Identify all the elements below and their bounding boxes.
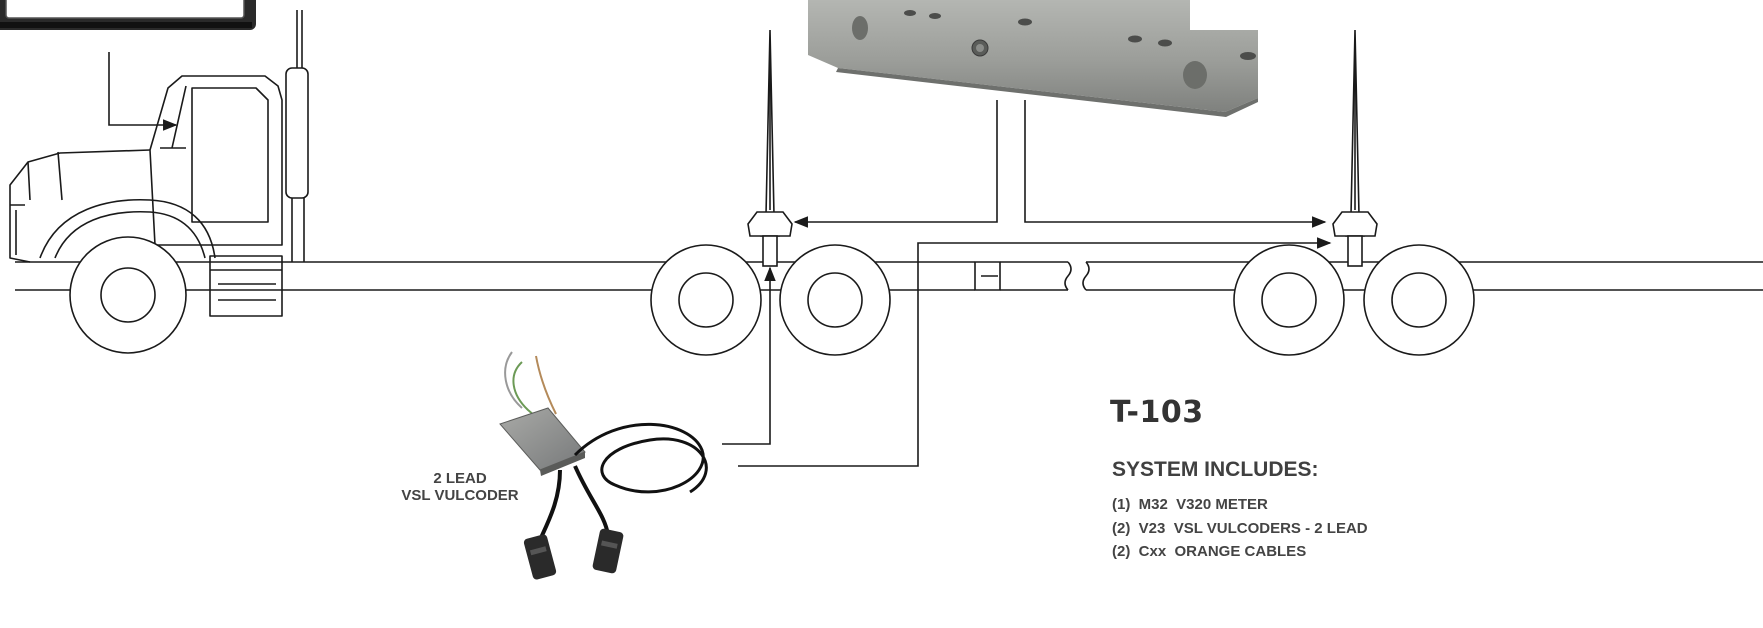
truck	[9, 10, 1763, 317]
wheels	[69, 236, 1475, 356]
meter-display	[0, 0, 256, 30]
load-cell-bar	[808, 0, 1258, 117]
hood	[9, 149, 151, 263]
front-wheel	[69, 236, 187, 354]
list-item: (2) Cxx ORANGE CABLES	[1112, 543, 1307, 560]
vulcoder-device	[499, 351, 708, 580]
system-includes-list: (1) M32 V320 METER (2) V23 VSL VULCODERS…	[1112, 493, 1368, 564]
bar-to-stakes-arrows	[793, 100, 1327, 228]
exhaust-stack	[285, 67, 309, 199]
drive-wheel-1	[650, 244, 762, 356]
vulcoder-label-line1: 2 LEAD	[433, 470, 487, 487]
front-fender	[54, 210, 206, 259]
drive-wheel-2	[779, 244, 891, 356]
product-code: T-103	[1110, 395, 1204, 430]
vulcoder-lead-lines	[722, 237, 1332, 467]
list-item: (1) M32 V320 METER	[1112, 496, 1268, 513]
cab	[149, 75, 283, 246]
left-stake	[747, 29, 793, 267]
trailer-wheel-2	[1363, 244, 1475, 356]
right-stake	[1332, 29, 1378, 267]
step-box	[209, 255, 283, 317]
vulcoder-label-line2: VSL VULCODER	[401, 487, 519, 504]
meter-to-cab-arrow	[108, 52, 178, 131]
trailer-wheel-1	[1233, 244, 1345, 356]
vulcoder-label: 2 LEAD VSL VULCODER	[400, 470, 520, 504]
system-includes-title: SYSTEM INCLUDES:	[1112, 458, 1319, 481]
list-item: (2) V23 VSL VULCODERS - 2 LEAD	[1112, 519, 1368, 537]
